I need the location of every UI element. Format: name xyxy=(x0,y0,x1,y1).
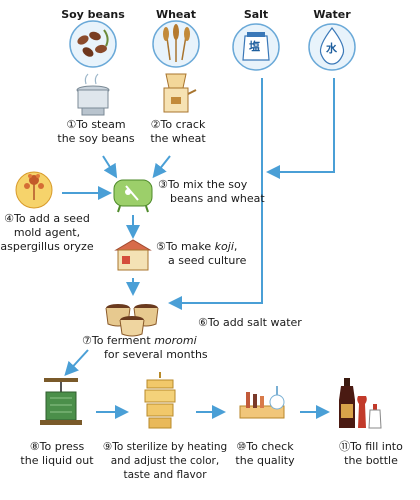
step-7-number: ⑦ xyxy=(82,334,92,347)
water-glyph: 水 xyxy=(326,42,337,55)
step-8-line2: the liquid out xyxy=(20,454,94,467)
step-11-fill: ⑪To fill into the bottle xyxy=(326,440,416,468)
step-10-line2: the quality xyxy=(235,454,295,467)
step-2-line1: To crack xyxy=(160,118,206,131)
step-11-line2: the bottle xyxy=(344,454,398,467)
step-10-line1: To check xyxy=(246,440,294,453)
step-7-ferment: ⑦To ferment moromi for several months xyxy=(82,334,222,362)
step-2-crack: ②To crack the wheat xyxy=(138,118,218,146)
salt-glyph: 塩 xyxy=(249,40,260,53)
arrow-steam-to-mix xyxy=(102,155,118,179)
step-7-line1-em: moromi xyxy=(154,334,197,347)
step-4-line3: aspergillus oryze xyxy=(0,240,94,253)
step-8-press: ⑧To press the liquid out xyxy=(12,440,102,468)
mixer-tank-icon xyxy=(113,179,153,213)
step-7-line2: for several months xyxy=(104,348,208,361)
step-9-line3: taste and flavor xyxy=(123,469,207,481)
grain-mill-icon xyxy=(163,73,197,113)
step-3-number: ③ xyxy=(158,178,168,191)
flow-arrows xyxy=(62,78,335,419)
step-10-check: ⑩To check the quality xyxy=(224,440,306,468)
press-icon xyxy=(40,378,82,425)
step-5-line1-pre: To make xyxy=(165,240,215,253)
step-6-salt-water: ⑥To add salt water xyxy=(198,316,302,330)
lab-equipment-icon xyxy=(239,386,285,419)
step-1-number: ① xyxy=(66,118,77,131)
soybean-icon xyxy=(69,20,117,68)
step-5-line1-em: koji xyxy=(214,240,234,253)
steamer-icon xyxy=(76,73,110,116)
step-9-line1: To sterilize by heating xyxy=(112,441,228,453)
step-1-line2: the soy beans xyxy=(57,132,135,145)
step-10-number: ⑩ xyxy=(236,440,247,453)
step-5-line1-post: , xyxy=(233,240,238,253)
ingredient-label-salt: Salt xyxy=(243,8,269,21)
step-5-line2: a seed culture xyxy=(168,254,247,267)
step-3-line1: To mix the soy xyxy=(167,178,248,191)
fermentation-tubs-icon xyxy=(105,304,159,337)
step-4-number: ④ xyxy=(4,212,15,225)
step-5-koji: ⑤To make koji, a seed culture xyxy=(156,240,266,268)
step-2-line2: the wheat xyxy=(150,132,206,145)
step-3-line2: beans and wheat xyxy=(170,192,265,205)
arrow-water-line xyxy=(268,78,335,173)
bottles-icon xyxy=(339,378,382,429)
sterilizer-icon xyxy=(144,372,176,429)
step-7-line1-pre: To ferment xyxy=(91,334,155,347)
step-6-number: ⑥ xyxy=(198,316,208,329)
step-8-line1: To press xyxy=(39,440,85,453)
water-drop-icon xyxy=(308,23,356,71)
step-11-line1: To fill into xyxy=(350,440,403,453)
arrow-crack-to-mix xyxy=(152,155,171,179)
step-9-sterilize: ⑨To sterilize by heating and adjust the … xyxy=(100,440,230,482)
ingredient-label-wheat: Wheat xyxy=(155,8,197,21)
step-6-line1: To add salt water xyxy=(207,316,302,329)
step-9-number: ⑨ xyxy=(102,441,113,453)
wheat-icon xyxy=(152,20,200,68)
step-9-line2: and adjust the color, xyxy=(110,455,220,467)
step-3-mix: ③To mix the soy beans and wheat xyxy=(158,178,278,206)
arrow-moromi-to-press xyxy=(64,349,89,376)
step-4-mold: ④To add a seed mold agent, aspergillus o… xyxy=(0,212,94,254)
ingredient-label-water: Water xyxy=(313,8,351,21)
ingredient-label-soy-beans: Soy beans xyxy=(61,8,125,21)
step-11-number: ⑪ xyxy=(339,440,351,453)
mold-icon xyxy=(15,171,53,209)
step-1-line1: To steam xyxy=(76,118,126,131)
step-2-number: ② xyxy=(150,118,161,131)
step-5-number: ⑤ xyxy=(156,240,166,253)
step-1-steam: ①To steam the soy beans xyxy=(48,118,144,146)
step-4-line1: To add a seed xyxy=(14,212,90,225)
arrow-salt-line xyxy=(168,78,263,310)
koji-house-icon xyxy=(114,239,152,271)
step-4-line2: mold agent, xyxy=(13,226,81,239)
step-8-number: ⑧ xyxy=(29,440,40,453)
salt-bag-icon xyxy=(232,23,280,71)
